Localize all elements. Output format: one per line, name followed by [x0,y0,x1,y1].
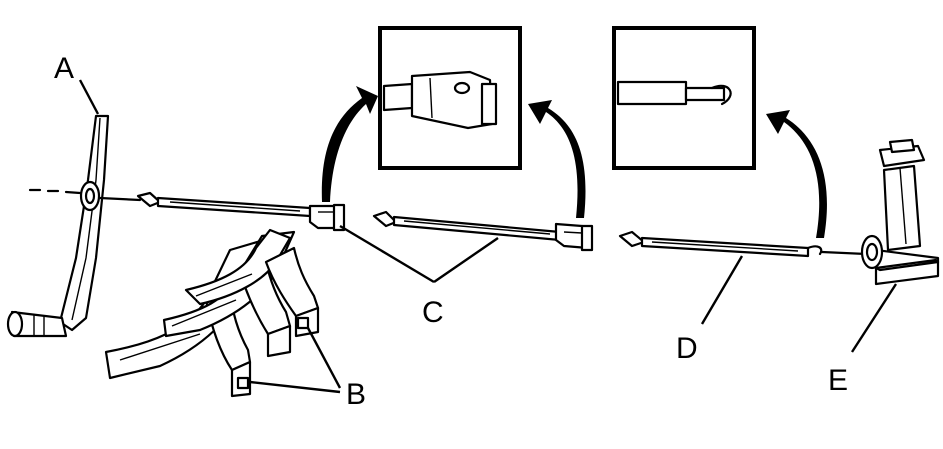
leader-b-upper [306,327,342,389]
label-e: E [828,364,848,397]
extension-rod-line [98,196,142,202]
coupler-2 [554,222,594,252]
arrow-to-coupler-inset-left [321,86,378,202]
leader-d [700,255,744,325]
arrow-to-hook-inset [766,110,827,238]
leader-c-left [339,224,435,284]
inset-coupler-detail [378,26,522,170]
arrow-to-coupler-inset-right [528,100,586,218]
label-b: B [346,378,366,411]
leader-a [78,79,100,115]
extension-rod-2 [372,210,562,242]
label-d: D [676,332,698,365]
wrench-handle-a [6,114,110,338]
extension-rod-1 [136,191,312,218]
leader-e [850,283,898,353]
leader-c-right [433,237,499,283]
leader-lines [78,79,898,394]
extension-rod-3-d [618,230,823,258]
leader-b-lower [249,380,341,394]
storage-brackets-b [104,228,320,398]
label-a: A [54,52,74,85]
coupler-1 [308,203,346,232]
inset-hook-detail [612,26,756,170]
rod-to-jack [820,250,868,256]
label-c: C [422,296,444,329]
jack-e [860,138,940,286]
